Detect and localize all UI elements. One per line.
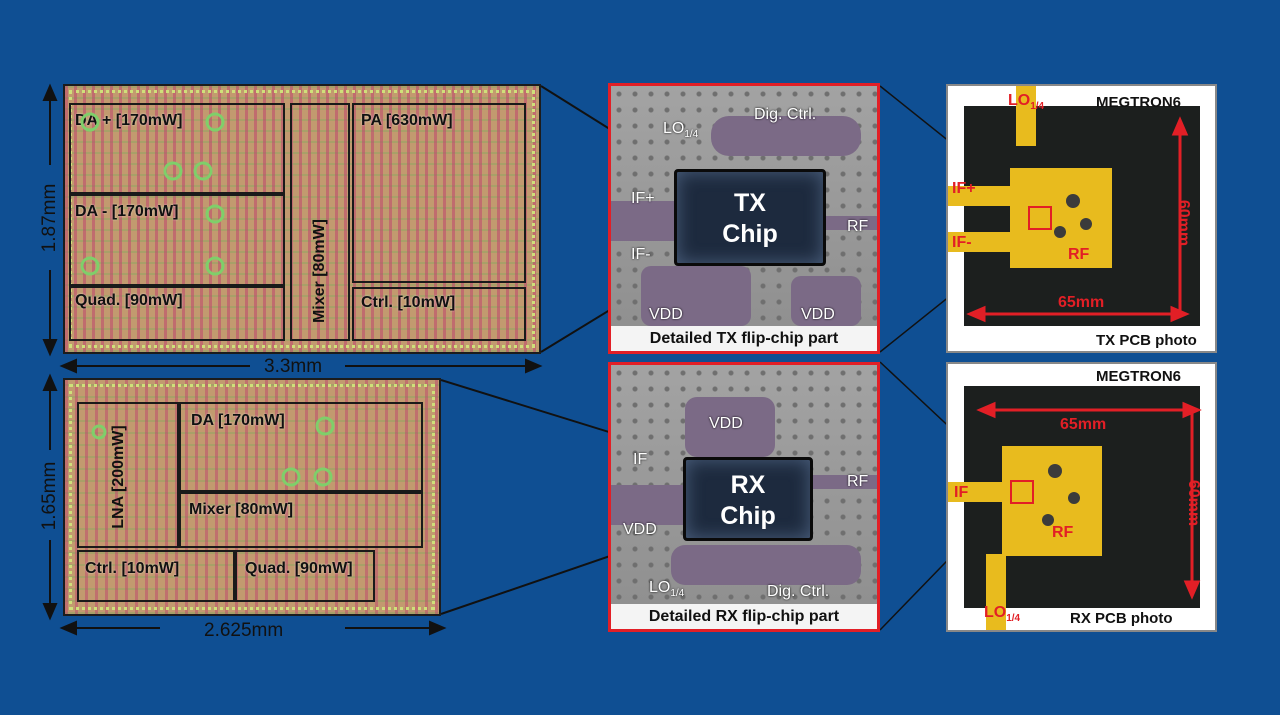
tx-trace-bottom-right — [791, 276, 861, 326]
rx-lo-label: LO1/4 — [649, 579, 685, 600]
tx-label-quad: Quad. [90mW] — [75, 292, 183, 309]
tx-pcb-photo: MEGTRON6 LO1/4 IF+ IF- RF 65mm 60mm TX P… — [946, 84, 1217, 353]
rx-rf-label: RF — [847, 473, 869, 490]
rx-block-ctrl — [77, 550, 235, 602]
tx-trace-left — [611, 201, 681, 241]
tx-lo-label: LO1/4 — [663, 120, 699, 141]
rx-block-mixer — [179, 492, 423, 548]
rx-trace-bottom — [671, 545, 861, 585]
tx-pcb-dim-arrows — [966, 116, 1190, 323]
rx-flipchip-caption: Detailed RX flip-chip part — [611, 604, 877, 629]
tx-flipchip-photo: TX Chip LO1/4 Dig. Ctrl. IF+ IF- RF VDD … — [608, 83, 880, 354]
rx-pcb-photo: MEGTRON6 65mm 60mm IF RF LO1/4 RX PCB ph… — [946, 362, 1217, 632]
tx-pcb-gold-pad — [1010, 168, 1112, 268]
tx-label-ctrl: Ctrl. [10mW] — [361, 294, 456, 311]
tx-chip-line2: Chip — [722, 220, 778, 248]
tx-chip-layout: DA + [170mW] DA - [170mW] Quad. [90mW] M… — [63, 84, 541, 354]
rx-width-dim: 2.625mm — [204, 620, 284, 641]
rx-block-quad — [235, 550, 375, 602]
rx-flip-chip: RX Chip — [683, 457, 813, 541]
tx-pcb-chip-box — [1028, 206, 1052, 230]
rx-block-da — [179, 402, 423, 492]
rx-label-da: DA [170mW] — [191, 412, 285, 429]
rx-pcb-title: MEGTRON6 — [1096, 368, 1182, 385]
tx-if-minus-label: IF- — [631, 246, 651, 263]
tx-pcb-if-plus-launch — [948, 186, 1010, 206]
tx-vdd-left-label: VDD — [649, 306, 683, 323]
rx-pad-ring — [69, 384, 435, 610]
tx-pcb-caption: TX PCB photo — [1096, 332, 1197, 349]
rx-pcb-width-label: 65mm — [1060, 416, 1107, 433]
tx-pcb-if-minus-launch — [948, 232, 1010, 252]
rx-pcb-lo-label: LO1/4 — [984, 604, 1021, 625]
rx-pcb-dim-arrows — [976, 401, 1202, 600]
rx-vdd-left-label: VDD — [623, 521, 657, 538]
tx-label-da-minus: DA - [170mW] — [75, 203, 179, 220]
tx-dimension-arrows — [42, 83, 543, 374]
rx-pcb-height-label: 60mm — [1185, 479, 1203, 527]
tx-pcb-height-label: 60mm — [1175, 199, 1193, 247]
tx-pcb-rf-label: RF — [1068, 246, 1090, 263]
rx-trace-left — [611, 485, 691, 525]
tx-block-pa — [352, 103, 526, 283]
rx-label-quad: Quad. [90mW] — [245, 560, 353, 577]
tx-pcb-if-minus-label: IF- — [952, 234, 972, 251]
rx-chip-line1: RX — [730, 471, 766, 499]
rx-trace-right — [806, 475, 877, 489]
tx-rf-label: RF — [847, 218, 869, 235]
rx-pcb-if-label: IF — [954, 484, 969, 501]
tx-label-pa: PA [630mW] — [361, 112, 453, 129]
rx-trace-top — [685, 397, 775, 457]
tx-if-plus-label: IF+ — [631, 190, 655, 207]
rx-label-ctrl: Ctrl. [10mW] — [85, 560, 180, 577]
tx-pcb-lo-label: LO1/4 — [1008, 92, 1045, 113]
rx-label-mixer: Mixer [80mW] — [189, 501, 294, 518]
rx-pcb-lo-launch — [986, 554, 1006, 630]
rx-chip-line2: Chip — [720, 502, 776, 530]
tx-pcb-lo-launch — [1016, 86, 1036, 146]
rx-inductor-decor — [91, 416, 335, 487]
tx-flip-chip: TX Chip — [674, 169, 826, 266]
rx-vdd-top-label: VDD — [709, 415, 743, 432]
tx-pcb-title: MEGTRON6 — [1096, 94, 1182, 111]
tx-pcb-width-label: 65mm — [1058, 294, 1105, 311]
tx-block-ctrl — [352, 287, 526, 341]
tx-block-mixer — [290, 103, 350, 341]
rx-if-label: IF — [633, 451, 648, 468]
rx-dig-ctrl-label: Dig. Ctrl. — [767, 583, 830, 600]
rx-block-lna — [77, 402, 179, 548]
tx-flipchip-caption: Detailed TX flip-chip part — [611, 326, 877, 351]
rx-pcb-rf-label: RF — [1052, 524, 1074, 541]
tx-inductor-decor — [80, 112, 225, 276]
rx-chip-layout: LNA [200mW] DA [170mW] Mixer [80mW] Ctrl… — [63, 378, 441, 616]
rx-pcb-caption: RX PCB photo — [1070, 610, 1173, 627]
rx-pcb-if-launch — [948, 482, 1004, 502]
rx-pcb-chip-box — [1010, 480, 1034, 504]
tx-block-quad — [69, 286, 285, 341]
tx-trace-bottom-left — [641, 266, 751, 326]
tx-pcb-if-plus-label: IF+ — [952, 180, 976, 197]
tx-block-da-plus — [69, 103, 285, 194]
tx-trace-top — [711, 116, 861, 156]
tx-block-da-minus — [69, 194, 285, 286]
tx-label-da-plus: DA + [170mW] — [75, 112, 183, 129]
tx-chip-line1: TX — [734, 189, 766, 217]
tx-dig-ctrl-label: Dig. Ctrl. — [754, 106, 817, 123]
tx-trace-right — [821, 216, 877, 230]
rx-flipchip-photo: RX Chip VDD IF RF VDD LO1/4 Dig. Ctrl. D… — [608, 362, 880, 632]
tx-vdd-right-label: VDD — [801, 306, 835, 323]
tx-width-dim: 3.3mm — [264, 356, 323, 377]
rx-dimension-arrows — [42, 373, 447, 636]
